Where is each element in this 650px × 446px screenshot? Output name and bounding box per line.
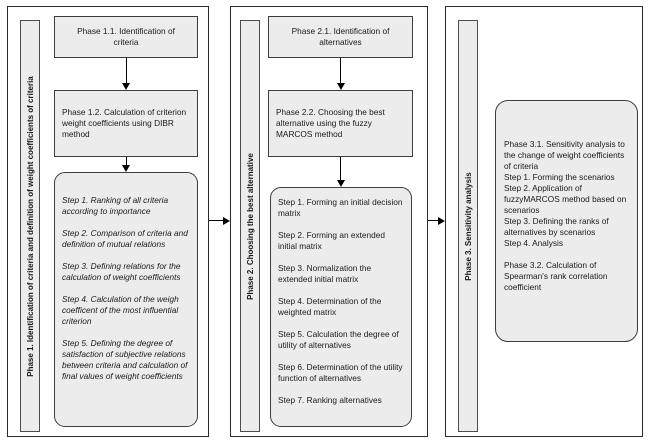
phase2-1-text: Phase 2.1. Identification of alternative… [291,26,390,47]
phase1-step: Step 4. Calculation of the weigh coeffic… [62,294,179,326]
phase2-1-box: Phase 2.1. Identification of alternative… [268,16,413,58]
arrow-phase1-1-to-1-2 [125,58,127,83]
phase3-step: Step 2. Application of fuzzyMARCOS metho… [504,183,627,215]
phase3-label: Phase 3. Sensitivity analysis [463,171,473,281]
phase1-step: Step 3. Defining relations for the calcu… [62,261,181,282]
phase1-steps-box: Step 1. Ranking of all criteria accordin… [54,172,198,427]
phase2-step: Step 5. Calculation the degree of utilit… [278,329,399,350]
phase2-step: Step 4. Determination of the weighted ma… [278,296,382,317]
phase1-1-text: Phase 1.1. Identification of criteria [77,26,175,47]
arrow-phase2-1-to-2-2 [340,58,342,83]
phase1-label: Phase 1. Identification of criteria and … [25,75,35,377]
phase2-2-text: Phase 2.2. Choosing the best alternative… [276,107,385,139]
phase1-1-box: Phase 1.1. Identification of criteria [54,16,198,58]
phase2-step: Step 3. Normalization the extended initi… [278,263,372,284]
arrow-phase1-2-to-steps [125,157,127,165]
phase2-label-bar: Phase 2. Choosing the best alternative [240,20,260,432]
arrow-phase2-2-to-steps [340,157,342,180]
phase3-1-text: Phase 3.1. Sensitivity analysis to the c… [504,139,625,171]
phase3-step: Step 4. Analysis [504,238,564,248]
phase1-2-text: Phase 1.2. Calculation of criterion weig… [62,107,187,139]
phase1-step: Step 5. Defining the degree of satisfact… [62,338,188,381]
phase2-2-box: Phase 2.2. Choosing the best alternative… [268,90,413,157]
phase1-step: Step 2. Comparison of criteria and defin… [62,228,188,249]
arrow-phase2-to-phase3 [428,220,438,222]
phase2-step: Step 6. Determination of the utility fun… [278,362,403,383]
arrow-phase1-to-phase2 [209,220,223,222]
phase3-box: Phase 3.1. Sensitivity analysis to the c… [495,100,638,342]
phase3-step: Step 3. Defining the ranks of alternativ… [504,216,609,237]
phase1-step: Step 1. Ranking of all criteria accordin… [62,195,169,216]
phase3-step: Step 1. Forming the scenarios [504,172,615,182]
phase3-label-bar: Phase 3. Sensitivity analysis [458,20,478,432]
phase2-step: Step 7. Ranking alternatives [278,395,382,405]
phase2-step: Step 2. Forming an extended initial matr… [278,230,386,251]
phase2-steps-box: Step 1. Forming an initial decision matr… [270,187,412,427]
phase3-2-text: Phase 3.2. Calculation of Spearman's ran… [504,260,608,292]
phase1-2-box: Phase 1.2. Calculation of criterion weig… [54,90,198,157]
phase1-label-bar: Phase 1. Identification of criteria and … [20,20,40,432]
phase2-label: Phase 2. Choosing the best alternative [245,152,255,300]
phase2-step: Step 1. Forming an initial decision matr… [278,197,403,218]
